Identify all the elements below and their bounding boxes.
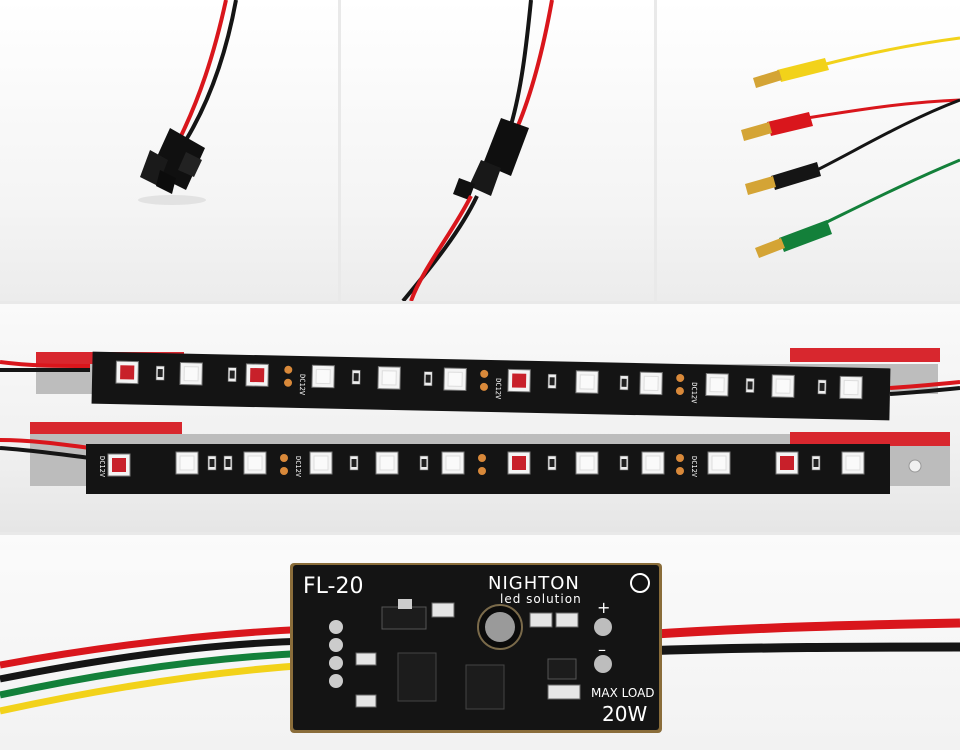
strip2-label-3: DC12V xyxy=(690,456,698,478)
strip2-label-1: DC12V xyxy=(98,456,106,478)
brand-label: NIGHTON xyxy=(488,573,580,594)
black-wire xyxy=(184,0,238,142)
fl20-board: FL-20 NIGHTON led solution + – xyxy=(290,563,662,733)
led-strips-scene: DC12V DC12V DC12V xyxy=(0,348,960,494)
model-label: FL-20 xyxy=(303,574,363,599)
max-load-value: 20W xyxy=(602,702,647,726)
black-wire-top xyxy=(509,0,533,126)
strip1-label-2: DC12V xyxy=(494,378,502,400)
ic-left xyxy=(397,652,437,702)
input-red-wire xyxy=(0,625,311,669)
max-load-label: MAX LOAD xyxy=(591,686,655,700)
minus-label: – xyxy=(598,640,606,659)
controller-scene: FL-20 NIGHTON led solution + – xyxy=(0,563,960,733)
input-yellow-wire xyxy=(0,661,311,715)
red-sleeve xyxy=(767,112,813,136)
black-terminal xyxy=(745,176,776,195)
led-strip-1: DC12V DC12V DC12V xyxy=(0,348,960,421)
mated-connector-scene xyxy=(401,0,554,301)
plus-label: + xyxy=(597,598,610,617)
photo-mated-connector xyxy=(341,0,654,301)
input-green-wire xyxy=(0,649,311,699)
red-wire-top xyxy=(515,0,554,129)
photo-fl20-controller: FL-20 NIGHTON led solution + – xyxy=(0,535,960,750)
plus-pad xyxy=(594,618,612,636)
tagline-label: led solution xyxy=(500,592,582,606)
input-pads xyxy=(329,620,343,688)
strip1-label-1: DC12V xyxy=(298,374,306,396)
strip1-label-3: DC12V xyxy=(690,382,698,404)
input-black-wire xyxy=(0,637,311,683)
black-wire-bottom xyxy=(401,195,479,301)
strip2-label-2: DC12V xyxy=(294,456,302,478)
photo-male-connector xyxy=(0,0,338,301)
photo-terminal-wires xyxy=(657,0,960,301)
green-terminal xyxy=(755,238,785,258)
output-red-wire xyxy=(639,618,960,640)
mated-connector-housing xyxy=(453,118,529,200)
red-wire xyxy=(176,0,228,143)
green-sleeve xyxy=(779,220,832,252)
output-black-wire xyxy=(639,642,960,656)
red-terminal xyxy=(741,122,772,141)
nighton-logo-icon xyxy=(630,573,650,593)
ic-mid xyxy=(465,664,505,710)
yellow-terminal xyxy=(753,70,782,88)
photo-led-strips: DC12V DC12V DC12V xyxy=(0,304,960,532)
black-sleeve xyxy=(771,162,821,190)
terminal-wires-scene xyxy=(741,36,960,258)
male-connector-housing xyxy=(140,128,205,194)
male-connector-scene xyxy=(138,0,238,205)
minus-pad xyxy=(594,655,612,673)
led-strip-2: DC12V DC12V DC12V xyxy=(0,422,950,494)
yellow-sleeve xyxy=(777,58,829,82)
shadow xyxy=(138,195,206,205)
red-wire-bottom xyxy=(409,195,473,301)
mosfet-top xyxy=(381,606,427,630)
